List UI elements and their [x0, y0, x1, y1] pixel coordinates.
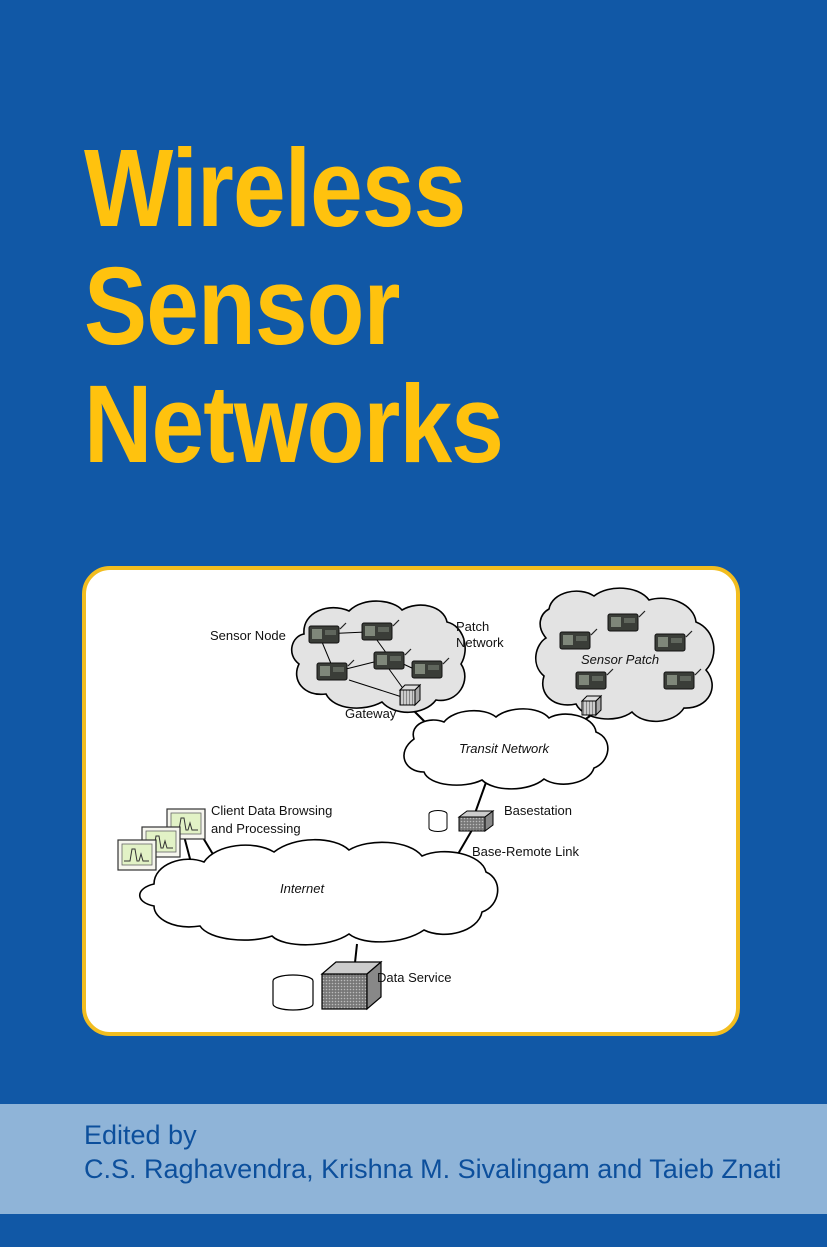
- patch-gateway-icon: [580, 694, 603, 717]
- transit-network-cloud: [403, 708, 609, 790]
- label-internet: Internet: [280, 881, 325, 896]
- label-client-line-1: Client Data Browsing: [211, 803, 332, 818]
- data-service-icon: [272, 960, 383, 1011]
- label-basestation: Basestation: [504, 803, 572, 818]
- label-patch-network-1: Patch: [456, 619, 489, 634]
- edited-by-label: Edited by: [84, 1120, 197, 1150]
- label-sensor-node: Sensor Node: [210, 628, 286, 643]
- label-patch-network-2: Network: [456, 635, 504, 650]
- book-title: Wireless Sensor Networks: [84, 127, 504, 486]
- label-base-remote-link: Base-Remote Link: [472, 844, 579, 859]
- editors-names: C.S. Raghavendra, Krishna M. Sivalingam …: [84, 1154, 782, 1184]
- network-diagram-frame: Sensor Node Patch Network Sensor Patch G…: [82, 566, 740, 1036]
- internet-cloud: [138, 838, 499, 946]
- label-data-service: Data Service: [377, 970, 451, 985]
- title-line-1: Wireless: [84, 127, 466, 250]
- network-diagram: Sensor Node Patch Network Sensor Patch G…: [117, 587, 715, 1011]
- label-gateway: Gateway: [345, 706, 397, 721]
- label-client-line-2: and Processing: [211, 821, 301, 836]
- basestation-icon: [428, 810, 495, 832]
- gateway-icon: [398, 683, 422, 707]
- title-line-3: Networks: [84, 363, 504, 486]
- credits-band: [0, 1104, 827, 1214]
- label-transit-network: Transit Network: [459, 741, 551, 756]
- title-line-2: Sensor: [84, 245, 400, 368]
- label-sensor-patch: Sensor Patch: [581, 652, 659, 667]
